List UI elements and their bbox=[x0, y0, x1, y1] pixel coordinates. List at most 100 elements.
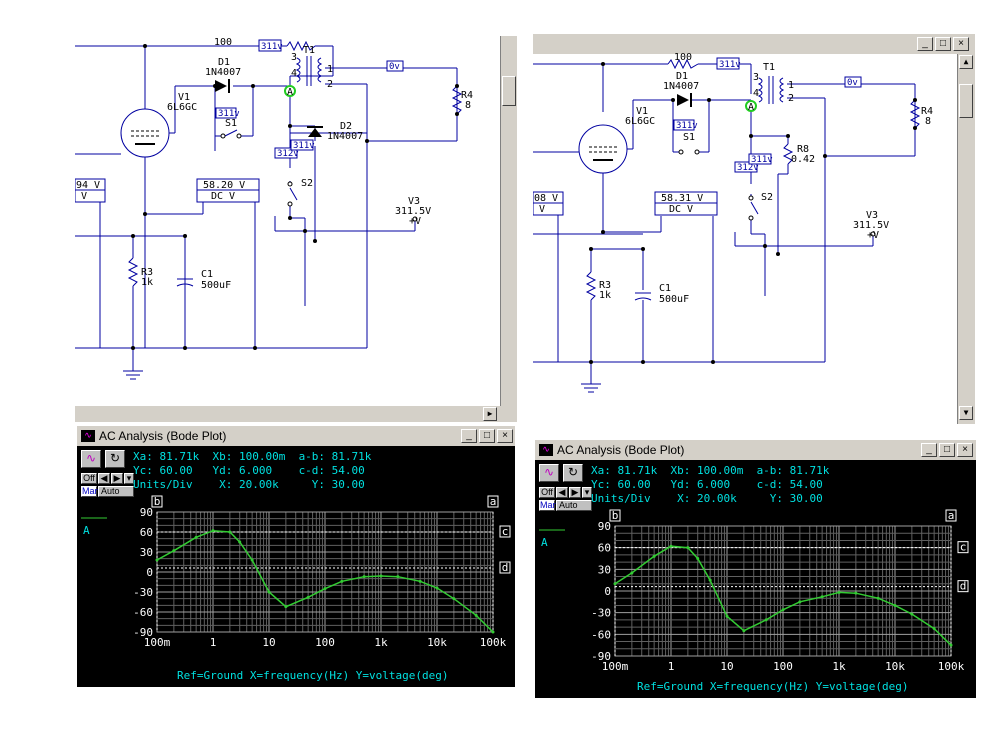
data-point bbox=[284, 605, 288, 609]
cursor-off-button[interactable]: Off bbox=[81, 473, 97, 484]
pin-4: 4 bbox=[753, 88, 759, 99]
cursor-left-button[interactable]: ◀ bbox=[98, 473, 110, 484]
auto-scale-select[interactable]: Auto bbox=[98, 486, 134, 497]
plot-grid bbox=[614, 525, 952, 657]
label-r4-name: R4 bbox=[461, 90, 473, 101]
pin-2: 2 bbox=[788, 93, 794, 104]
data-point bbox=[932, 627, 936, 631]
x-tick-label: 1k bbox=[374, 636, 388, 649]
cursor-right-button[interactable]: ▶ bbox=[111, 473, 123, 484]
x-tick-label: 100 bbox=[773, 660, 793, 673]
data-point bbox=[172, 549, 176, 553]
minimize-button[interactable]: _ bbox=[917, 37, 933, 51]
data-point bbox=[396, 575, 400, 579]
bode-plot-right[interactable]: A Ref=Ground X=frequency(Hz) Y=voltage(d… bbox=[535, 460, 976, 698]
data-point bbox=[742, 629, 746, 633]
scroll-right-arrow[interactable]: ▶ bbox=[483, 407, 497, 421]
bode-right-titlebar[interactable]: ∿ AC Analysis (Bode Plot) _ □ × bbox=[535, 440, 976, 460]
data-point bbox=[306, 595, 310, 599]
minimize-button[interactable]: _ bbox=[921, 443, 937, 457]
schematic-window-left[interactable]: 100 311v T1 D1 1N4007 311v V1 6L6GC S1 0… bbox=[75, 36, 517, 422]
data-point bbox=[854, 591, 858, 595]
data-point bbox=[696, 557, 700, 560]
close-button[interactable]: × bbox=[957, 443, 973, 457]
label-d2-name: D2 bbox=[340, 121, 352, 132]
schematic-right-vscroll[interactable]: ▲ ▼ bbox=[957, 54, 975, 424]
bode-left-body: ∿ ↻ Off ◀ ▶ ▾ Man Auto Xa: 81.71k Xb: 10… bbox=[77, 446, 515, 687]
cursor-left-button[interactable]: ◀ bbox=[556, 487, 568, 498]
cursor-right-button[interactable]: ▶ bbox=[569, 487, 581, 498]
manual-button[interactable]: Man bbox=[539, 500, 558, 511]
x-tick-label: 1 bbox=[668, 660, 675, 673]
y-tick-label: 60 bbox=[140, 526, 153, 539]
bode-window-right[interactable]: ∿ AC Analysis (Bode Plot) _ □ × ∿ ↻ Off … bbox=[535, 440, 976, 698]
bode-plot-left[interactable]: A Ref=Ground X=frequency(Hz) Y=voltage(d… bbox=[77, 446, 515, 687]
label-t1: T1 bbox=[763, 62, 775, 73]
auto-scale-select[interactable]: Auto bbox=[556, 500, 592, 511]
cursor-select-button[interactable]: ▾ bbox=[582, 487, 592, 498]
bode-window-left[interactable]: ∿ AC Analysis (Bode Plot) _ □ × ∿ ↻ Off … bbox=[77, 426, 515, 687]
maximize-button[interactable]: □ bbox=[939, 443, 955, 457]
maximize-button[interactable]: □ bbox=[935, 37, 951, 51]
cursor-readout-1: Xa: 81.71k Xb: 100.00m a-b: 81.71k bbox=[133, 450, 372, 463]
cursor-d[interactable]: d bbox=[157, 561, 511, 574]
meter-mode: DC V bbox=[669, 204, 693, 215]
scroll-up-arrow[interactable]: ▲ bbox=[959, 55, 973, 69]
x-tick-label: 100k bbox=[938, 660, 965, 673]
data-point bbox=[418, 579, 422, 583]
meter-left-value: 08 V bbox=[534, 193, 558, 204]
voltage-tag-311b: 311v bbox=[751, 155, 773, 165]
label-r-top: 100 bbox=[674, 52, 692, 63]
plot-footer: Ref=Ground X=frequency(Hz) Y=voltage(deg… bbox=[177, 669, 449, 682]
data-point bbox=[362, 575, 366, 579]
label-s1: S1 bbox=[683, 132, 695, 143]
label-d1-part: 1N4007 bbox=[663, 81, 699, 92]
cursor-a[interactable]: a bbox=[487, 495, 499, 632]
cursor-readout-2: Yc: 60.00 Yd: 6.000 c-d: 54.00 bbox=[133, 464, 365, 477]
cursor-label: d bbox=[502, 561, 509, 574]
voltage-tag-s1: 311v bbox=[218, 109, 240, 119]
maximize-button[interactable]: □ bbox=[479, 429, 495, 443]
label-s2: S2 bbox=[301, 178, 313, 189]
schematic-left-vscroll[interactable] bbox=[500, 36, 517, 406]
cursor-select-button[interactable]: ▾ bbox=[124, 473, 134, 484]
data-point bbox=[194, 535, 198, 539]
schematic-canvas-right[interactable]: 100 311v T1 D1 1N4007 311v V1 6L6GC S1 0… bbox=[533, 34, 975, 424]
cursor-d[interactable]: d bbox=[615, 580, 969, 593]
voltage-tag-312: 312v bbox=[737, 163, 759, 173]
schematic-window-right[interactable]: _ □ × bbox=[533, 34, 975, 424]
cursor-off-button[interactable]: Off bbox=[539, 487, 555, 498]
cursor-readout-3: Units/Div X: 20.00k Y: 30.00 bbox=[133, 478, 365, 491]
refresh-button[interactable]: ↻ bbox=[105, 450, 125, 468]
data-point bbox=[613, 582, 617, 586]
meter-mode: DC V bbox=[211, 191, 235, 202]
data-point bbox=[781, 608, 785, 612]
data-point bbox=[876, 596, 880, 600]
cursor-a[interactable]: a bbox=[945, 509, 957, 656]
close-button[interactable]: × bbox=[497, 429, 513, 443]
scroll-thumb[interactable] bbox=[502, 76, 516, 106]
schematic-right-titlebar[interactable]: _ □ × bbox=[533, 34, 975, 54]
y-tick-label: -90 bbox=[591, 650, 611, 663]
label-d2-part: 1N4007 bbox=[327, 131, 363, 142]
schematic-left-hscroll[interactable]: ▶ bbox=[75, 406, 517, 422]
refresh-button[interactable]: ↻ bbox=[563, 464, 583, 482]
label-c1-name: C1 bbox=[201, 269, 213, 280]
plot-mode-button[interactable]: ∿ bbox=[539, 464, 559, 482]
close-button[interactable]: × bbox=[953, 37, 969, 51]
label-v1-part: 6L6GC bbox=[167, 102, 197, 113]
data-point bbox=[250, 558, 254, 562]
voltage-tag-312: 312v bbox=[277, 149, 299, 159]
y-tick-label: -60 bbox=[591, 628, 611, 641]
label-r3-val: 1k bbox=[141, 277, 153, 288]
label-r4-name: R4 bbox=[921, 106, 933, 117]
scroll-down-arrow[interactable]: ▼ bbox=[959, 406, 973, 420]
data-point bbox=[764, 618, 768, 622]
manual-button[interactable]: Man bbox=[81, 486, 100, 497]
plot-mode-button[interactable]: ∿ bbox=[81, 450, 101, 468]
bode-left-titlebar[interactable]: ∿ AC Analysis (Bode Plot) _ □ × bbox=[77, 426, 515, 446]
minimize-button[interactable]: _ bbox=[461, 429, 477, 443]
pin-3: 3 bbox=[291, 52, 297, 63]
scroll-thumb[interactable] bbox=[959, 84, 973, 118]
schematic-canvas-left[interactable]: 100 311v T1 D1 1N4007 311v V1 6L6GC S1 0… bbox=[75, 36, 517, 422]
